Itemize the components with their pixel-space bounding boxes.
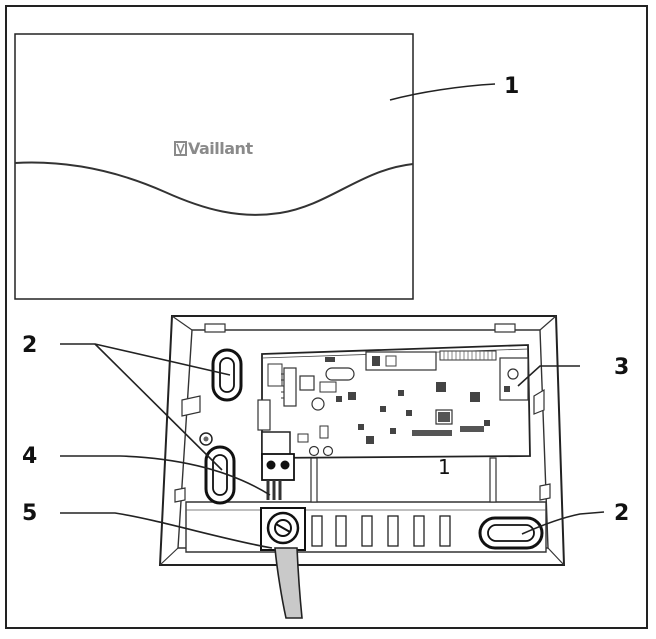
circuit-board: 1	[257, 344, 531, 479]
vaillant-logo-text: Vaillant	[188, 139, 253, 158]
callout-2-right: 2	[614, 501, 629, 526]
mount-hole-right	[478, 516, 544, 550]
callout-5: 5	[22, 501, 37, 526]
power-cable	[274, 547, 303, 619]
cover-panel: Vaillant	[14, 33, 414, 300]
cable-gland	[260, 507, 306, 619]
callout-4: 4	[22, 444, 37, 469]
vaillant-logo: Vaillant	[174, 139, 254, 158]
leader-lines	[60, 83, 605, 549]
callout-2-left: 2	[22, 333, 37, 358]
callout-1: 1	[504, 74, 519, 99]
vent-slots	[311, 515, 451, 547]
cover-wave-line	[14, 161, 414, 216]
callout-3: 3	[614, 355, 629, 380]
board-label: 1	[438, 455, 451, 479]
terminal-block	[261, 453, 295, 500]
